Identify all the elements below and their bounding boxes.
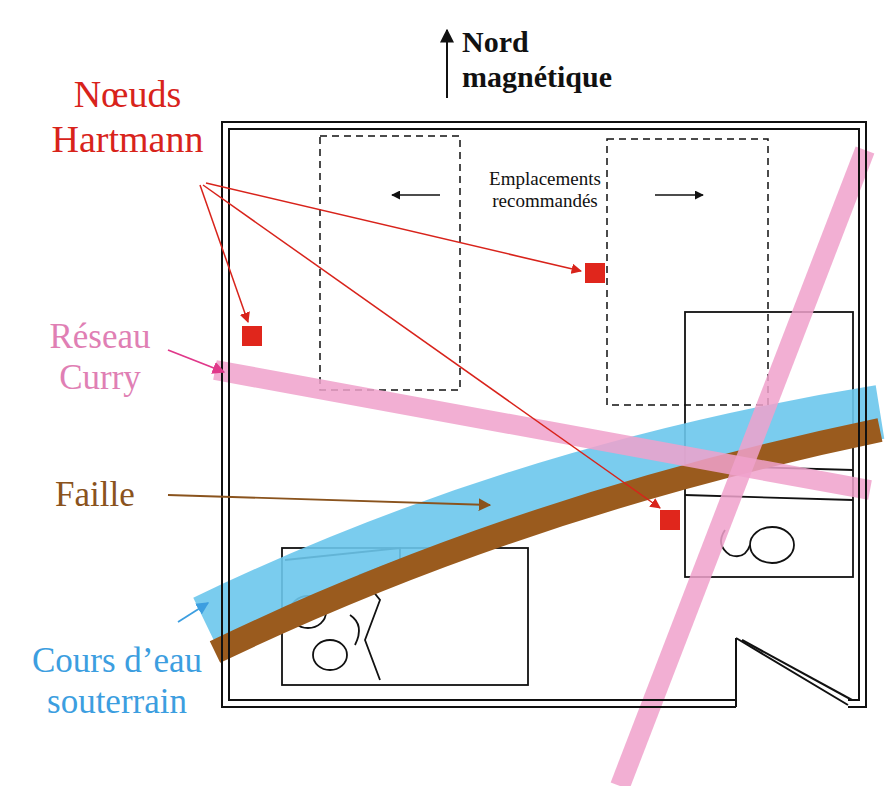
sleeper-head <box>750 527 794 563</box>
sleeper-head <box>313 640 347 670</box>
legend-label: Cours d’eau souterrain <box>6 640 228 723</box>
door-gap <box>736 697 848 711</box>
leader-line <box>168 350 224 372</box>
recommended-zone <box>607 139 768 405</box>
pointer-arrow <box>392 194 440 196</box>
pointer-arrow <box>655 194 703 196</box>
door-leaf <box>742 640 852 700</box>
hartmann-node <box>660 510 680 530</box>
legend-label: Faille <box>55 474 165 515</box>
leader-line <box>178 603 208 622</box>
room-wall <box>229 129 859 700</box>
legend-label: Réseau Curry <box>30 316 170 399</box>
legend-label: Nœuds Hartmann <box>30 72 225 162</box>
leader-line <box>203 185 660 508</box>
leader-line <box>200 185 248 322</box>
hartmann-node <box>585 263 605 283</box>
door-leaf <box>736 638 848 707</box>
zone-label: Emplacements recommandés <box>460 168 630 213</box>
north-arrow <box>446 30 448 98</box>
fault-band <box>215 430 880 652</box>
compass-label: Nord magnétique <box>462 24 662 95</box>
curry-band <box>620 150 865 786</box>
leader-line <box>168 495 490 505</box>
hartmann-node <box>242 326 262 346</box>
